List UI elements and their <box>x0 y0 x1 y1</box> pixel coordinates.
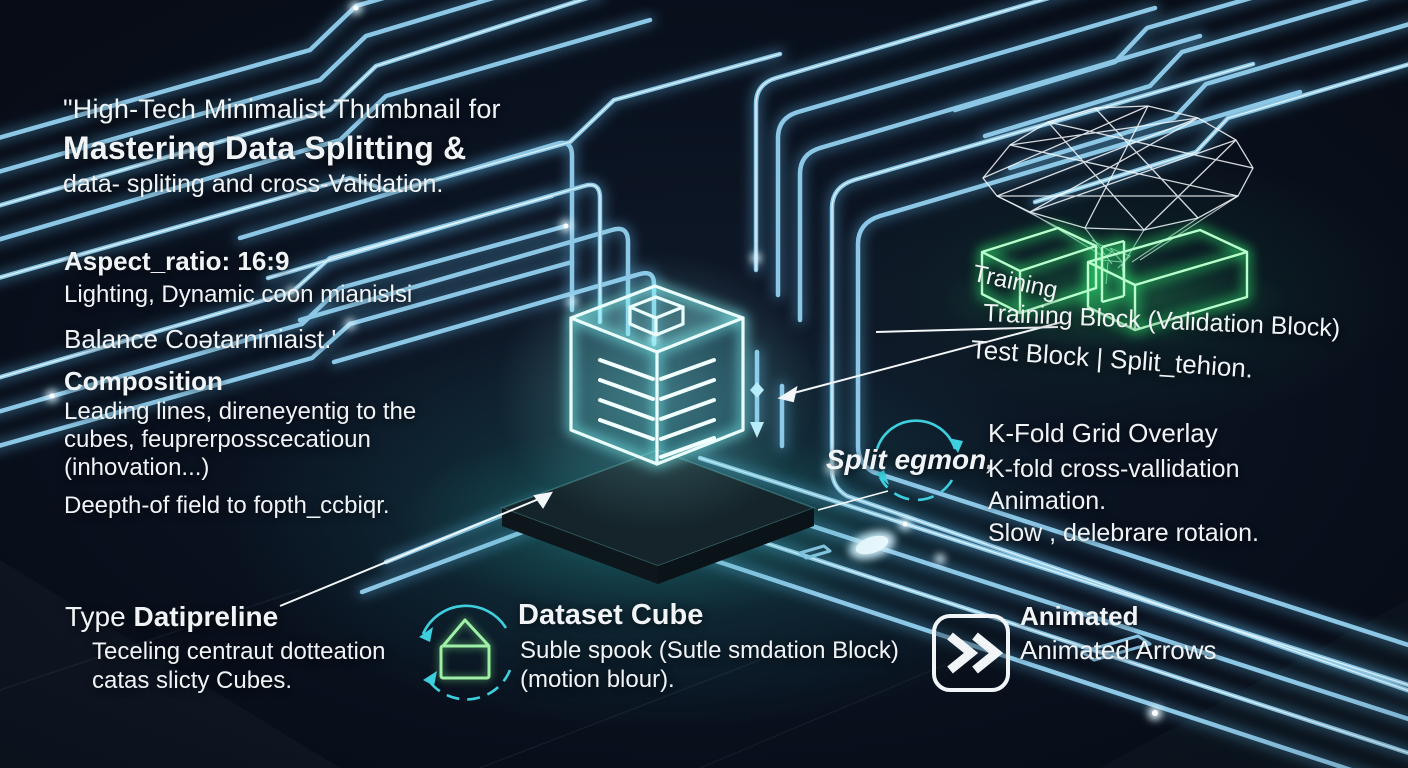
dataset-feature-body: Suble spook (Sutle smdation Block) (moti… <box>520 636 899 694</box>
pipeline-feature-body: Teceling centraut dotteation catas slict… <box>92 637 386 695</box>
balance-label: Balance Coətarniniaist.' <box>64 324 337 354</box>
dataset-line2: (motion blour). <box>520 666 675 693</box>
arrows-feature-title: Animated <box>1020 601 1139 631</box>
kfold-body: K-fold cross-vallidation Animation. Slow… <box>988 453 1259 549</box>
composition-line2: cubes, feuprerposscecatioun <box>64 426 371 453</box>
pipeline-line1: Teceling centraut dotteation <box>92 638 386 665</box>
kfold-heading: K-Fold Grid Overlay <box>988 418 1218 448</box>
dataset-feature-title: Dataset Cube <box>518 599 704 631</box>
depth-of-field-label: Deepth-of field to fopth_ccbiqr. <box>64 492 390 519</box>
dataset-cube-graphic <box>497 252 817 532</box>
title-block: "High-Tech Minimalist Thumbnail for Mast… <box>63 94 501 199</box>
pipeline-title-prefix: Type <box>65 601 134 632</box>
kfold-line3: Slow , delebrare rotaion. <box>988 519 1259 547</box>
composition-heading: Composition <box>64 366 223 396</box>
pipeline-title-bold: Datipreline <box>133 601 279 632</box>
composition-body: Leading lines, direneyentig to the cubes… <box>64 398 416 482</box>
kfold-line1: K-fold cross-vallidation <box>988 455 1240 483</box>
kfold-line2: Animation. <box>988 487 1107 515</box>
aspect-ratio-label: Aspect_ratio: 16:9 <box>64 246 290 276</box>
composition-line3: (inhovation...) <box>64 454 210 481</box>
double-chevron-icon <box>932 614 1010 692</box>
pipeline-line2: catas slicty Cubes. <box>92 667 293 694</box>
title-line2: Mastering Data Splitting & <box>63 130 467 166</box>
lighting-label: Lighting, Dynamic coon mianislsi <box>64 281 413 308</box>
dataset-house-icon <box>419 604 512 701</box>
dataset-line1: Suble spook (Sutle smdation Block) <box>520 637 899 664</box>
title-line1: "High-Tech Minimalist Thumbnail for <box>63 94 501 124</box>
pipeline-feature-title: Type Datipreline <box>65 601 278 633</box>
arrows-feature-body: Animated Arrows <box>1020 635 1217 665</box>
title-line3: data- spliting and cross-Validation. <box>63 170 444 198</box>
split-label: Split egmon, <box>826 444 994 475</box>
composition-line1: Leading lines, direneyentig to the <box>64 398 417 425</box>
